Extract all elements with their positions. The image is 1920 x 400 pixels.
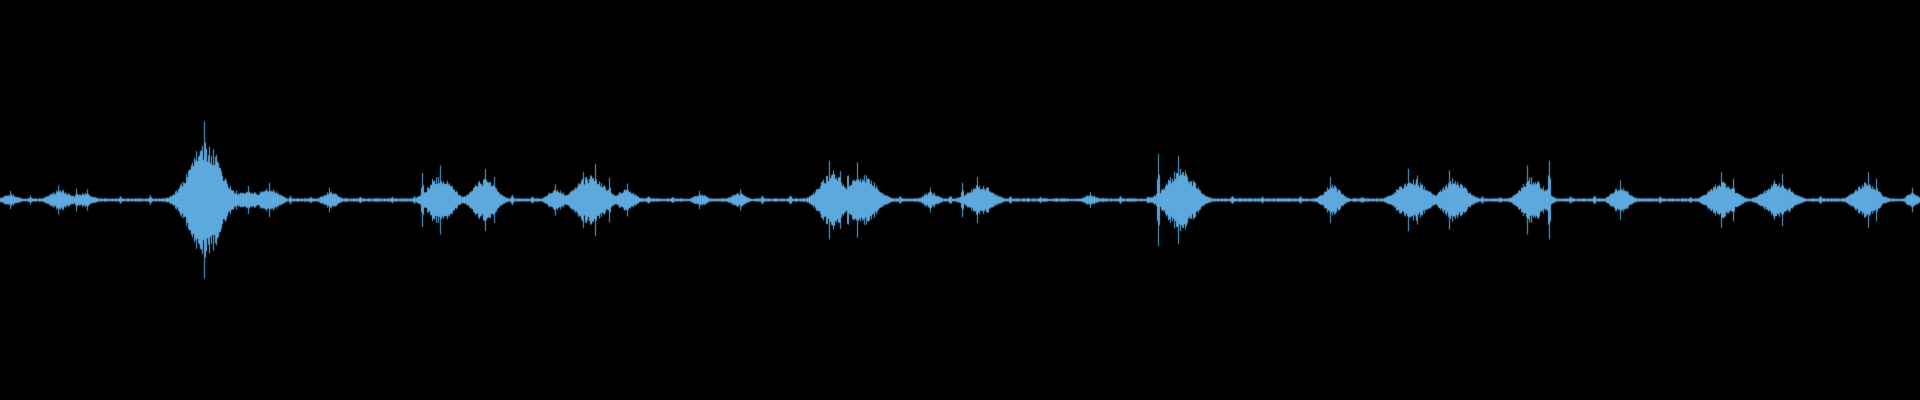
audio-waveform-canvas[interactable]	[0, 0, 1920, 400]
waveform-viewer[interactable]	[0, 0, 1920, 400]
